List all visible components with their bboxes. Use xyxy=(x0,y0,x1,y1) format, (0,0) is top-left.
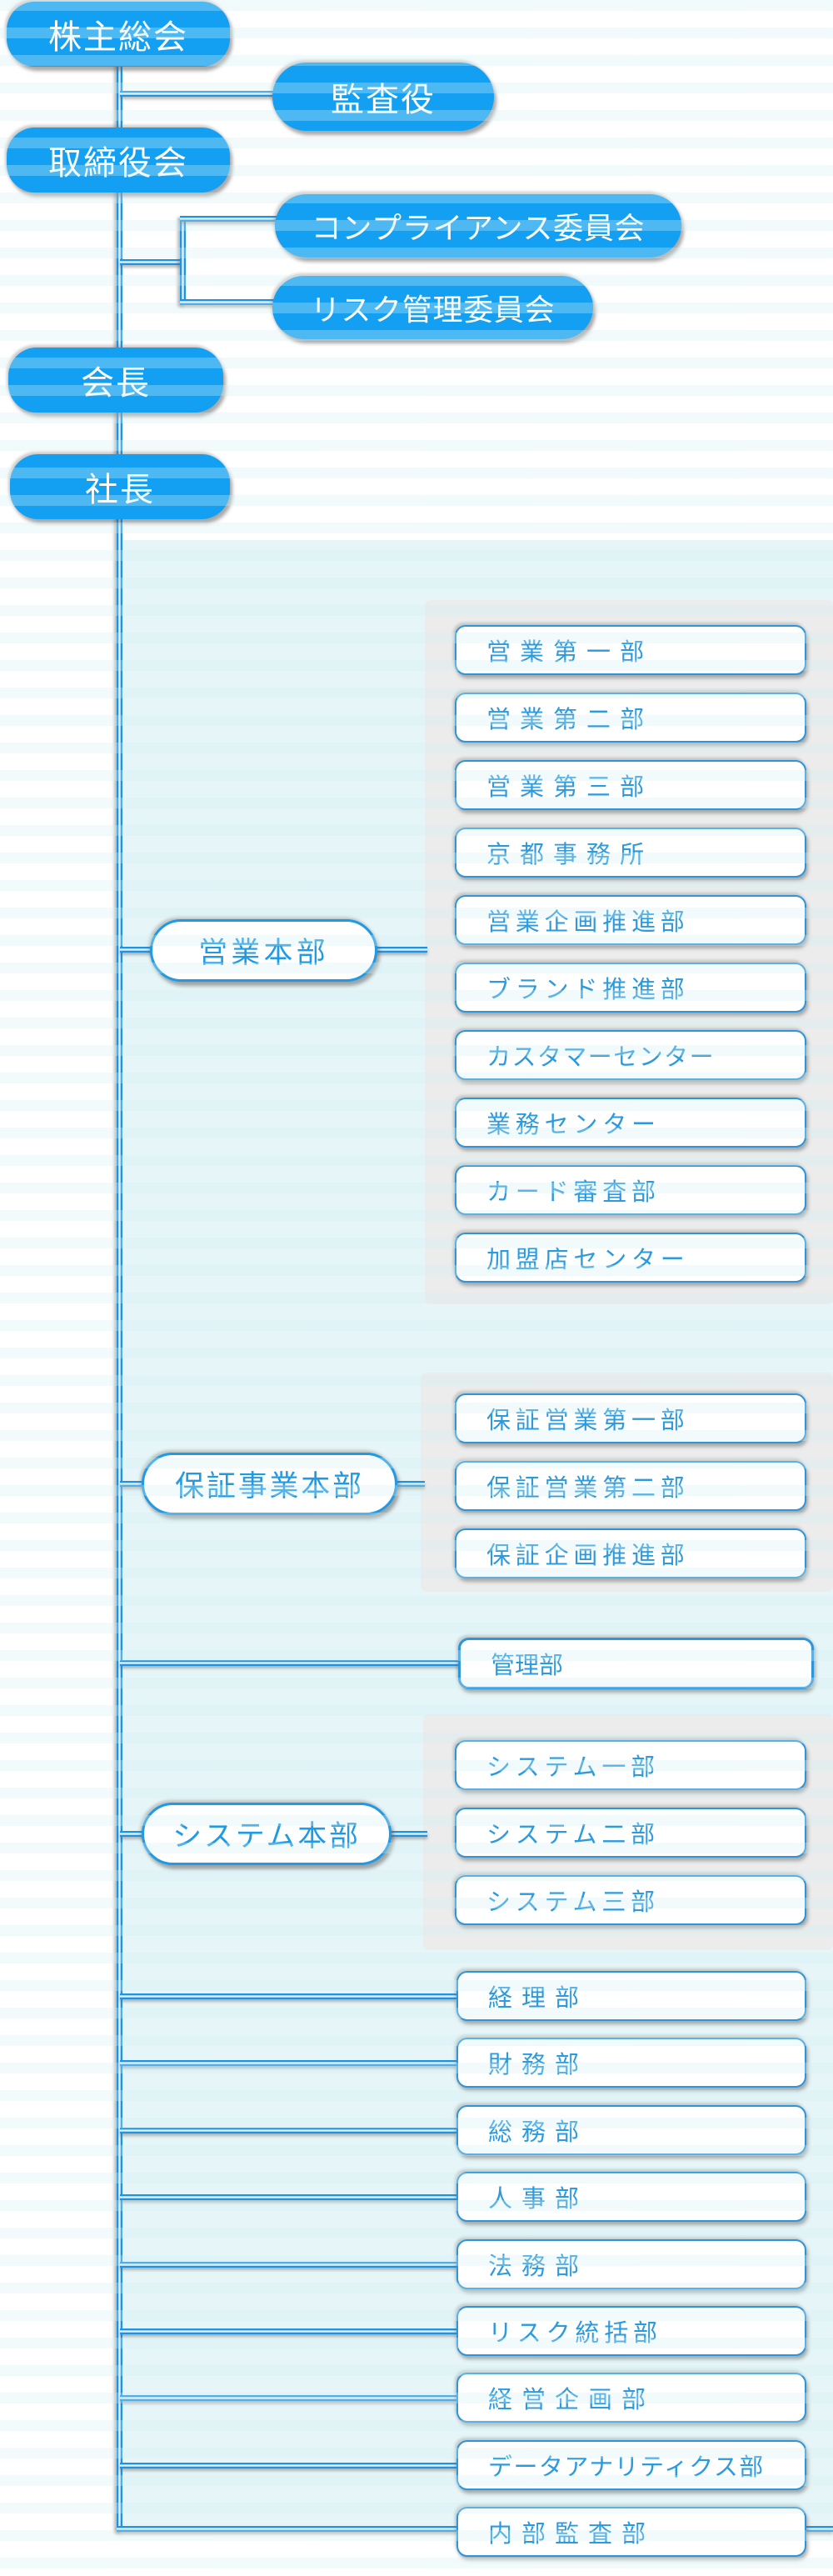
dept-box: 営業企画推進部 xyxy=(455,895,806,945)
sales-division-connector-left xyxy=(120,947,155,953)
dept-box: 業務センター xyxy=(455,1098,806,1148)
dept-box: 人事部 xyxy=(456,2172,806,2222)
node-auditor: 監査役 xyxy=(272,63,494,131)
node-board-of-directors: 取締役会 xyxy=(7,128,230,193)
committee-branch-line xyxy=(180,216,186,305)
direct-dept-connector xyxy=(120,2395,456,2401)
node-system-division: システム本部 xyxy=(142,1803,392,1865)
direct-dept-connector xyxy=(120,2463,456,2468)
compliance-connector xyxy=(180,216,278,222)
dept-box: 総務部 xyxy=(456,2105,806,2155)
dept-box: 財務部 xyxy=(456,2038,806,2088)
guarantee-division-connector-right xyxy=(393,1481,425,1487)
node-compliance-committee: コンプライアンス委員会 xyxy=(275,194,681,258)
direct-dept-connector xyxy=(120,2194,456,2200)
sales-departments-list: 営業第一部営業第二部営業第三部京都事務所営業企画推進部ブランド推進部カスタマーセ… xyxy=(455,625,806,1283)
dept-box: 営業第一部 xyxy=(455,625,806,675)
node-sales-division: 営業本部 xyxy=(150,919,377,982)
management-connector xyxy=(120,1660,462,1666)
dept-box: ブランド推進部 xyxy=(455,963,806,1013)
dept-box: 経営企画部 xyxy=(456,2373,806,2423)
sales-division-connector-right xyxy=(373,947,427,953)
node-management-department: 管理部 xyxy=(458,1638,814,1689)
direct-dept-connector xyxy=(120,1993,456,1999)
node-chairman: 会長 xyxy=(8,348,223,413)
dept-box: 法務部 xyxy=(456,2239,806,2289)
dept-box: 保証営業第一部 xyxy=(455,1393,806,1443)
node-president: 社長 xyxy=(10,454,230,519)
committee-stub-connector xyxy=(120,259,185,265)
dept-box: 営業第三部 xyxy=(455,760,806,810)
node-risk-management-committee: リスク管理委員会 xyxy=(272,276,593,339)
direct-dept-connector xyxy=(120,2262,456,2268)
dept-box: リスク統括部 xyxy=(456,2306,806,2356)
trunk-line xyxy=(117,63,122,2532)
dept-box: 京都事務所 xyxy=(455,828,806,878)
auditor-connector xyxy=(120,91,277,97)
guarantee-departments-list: 保証営業第一部保証営業第二部保証企画推進部 xyxy=(455,1393,806,1578)
dept-box: データアナリティクス部 xyxy=(456,2440,806,2490)
direct-departments-rows: 経理部財務部総務部人事部法務部リスク統括部経営企画部データアナリティクス部内部監… xyxy=(120,1971,806,2576)
dept-box: 内部監査部 xyxy=(456,2507,806,2557)
dept-box: システム二部 xyxy=(455,1808,806,1858)
dept-box: カード審査部 xyxy=(455,1165,806,1215)
dept-box: 営業第二部 xyxy=(455,693,806,743)
dept-box: 加盟店センター xyxy=(455,1233,806,1283)
system-departments-list: システム一部システム二部システム三部 xyxy=(455,1740,806,1925)
direct-dept-connector xyxy=(120,2328,456,2334)
dept-box: 保証営業第二部 xyxy=(455,1461,806,1511)
risk-committee-connector xyxy=(180,299,276,305)
direct-dept-connector xyxy=(120,2128,456,2133)
dept-box: システム三部 xyxy=(455,1875,806,1925)
dept-box: システム一部 xyxy=(455,1740,806,1790)
dept-box: カスタマーセンター xyxy=(455,1030,806,1080)
node-guarantee-division: 保証事業本部 xyxy=(142,1453,397,1515)
system-division-connector-left xyxy=(120,1831,147,1837)
node-shareholders-meeting: 株主総会 xyxy=(7,2,230,67)
dept-box: 経理部 xyxy=(456,1971,806,2021)
system-division-connector-right xyxy=(387,1831,427,1837)
direct-dept-connector xyxy=(120,2060,456,2066)
guarantee-division-connector-left xyxy=(120,1481,147,1487)
dept-box: 保証企画推進部 xyxy=(455,1528,806,1578)
